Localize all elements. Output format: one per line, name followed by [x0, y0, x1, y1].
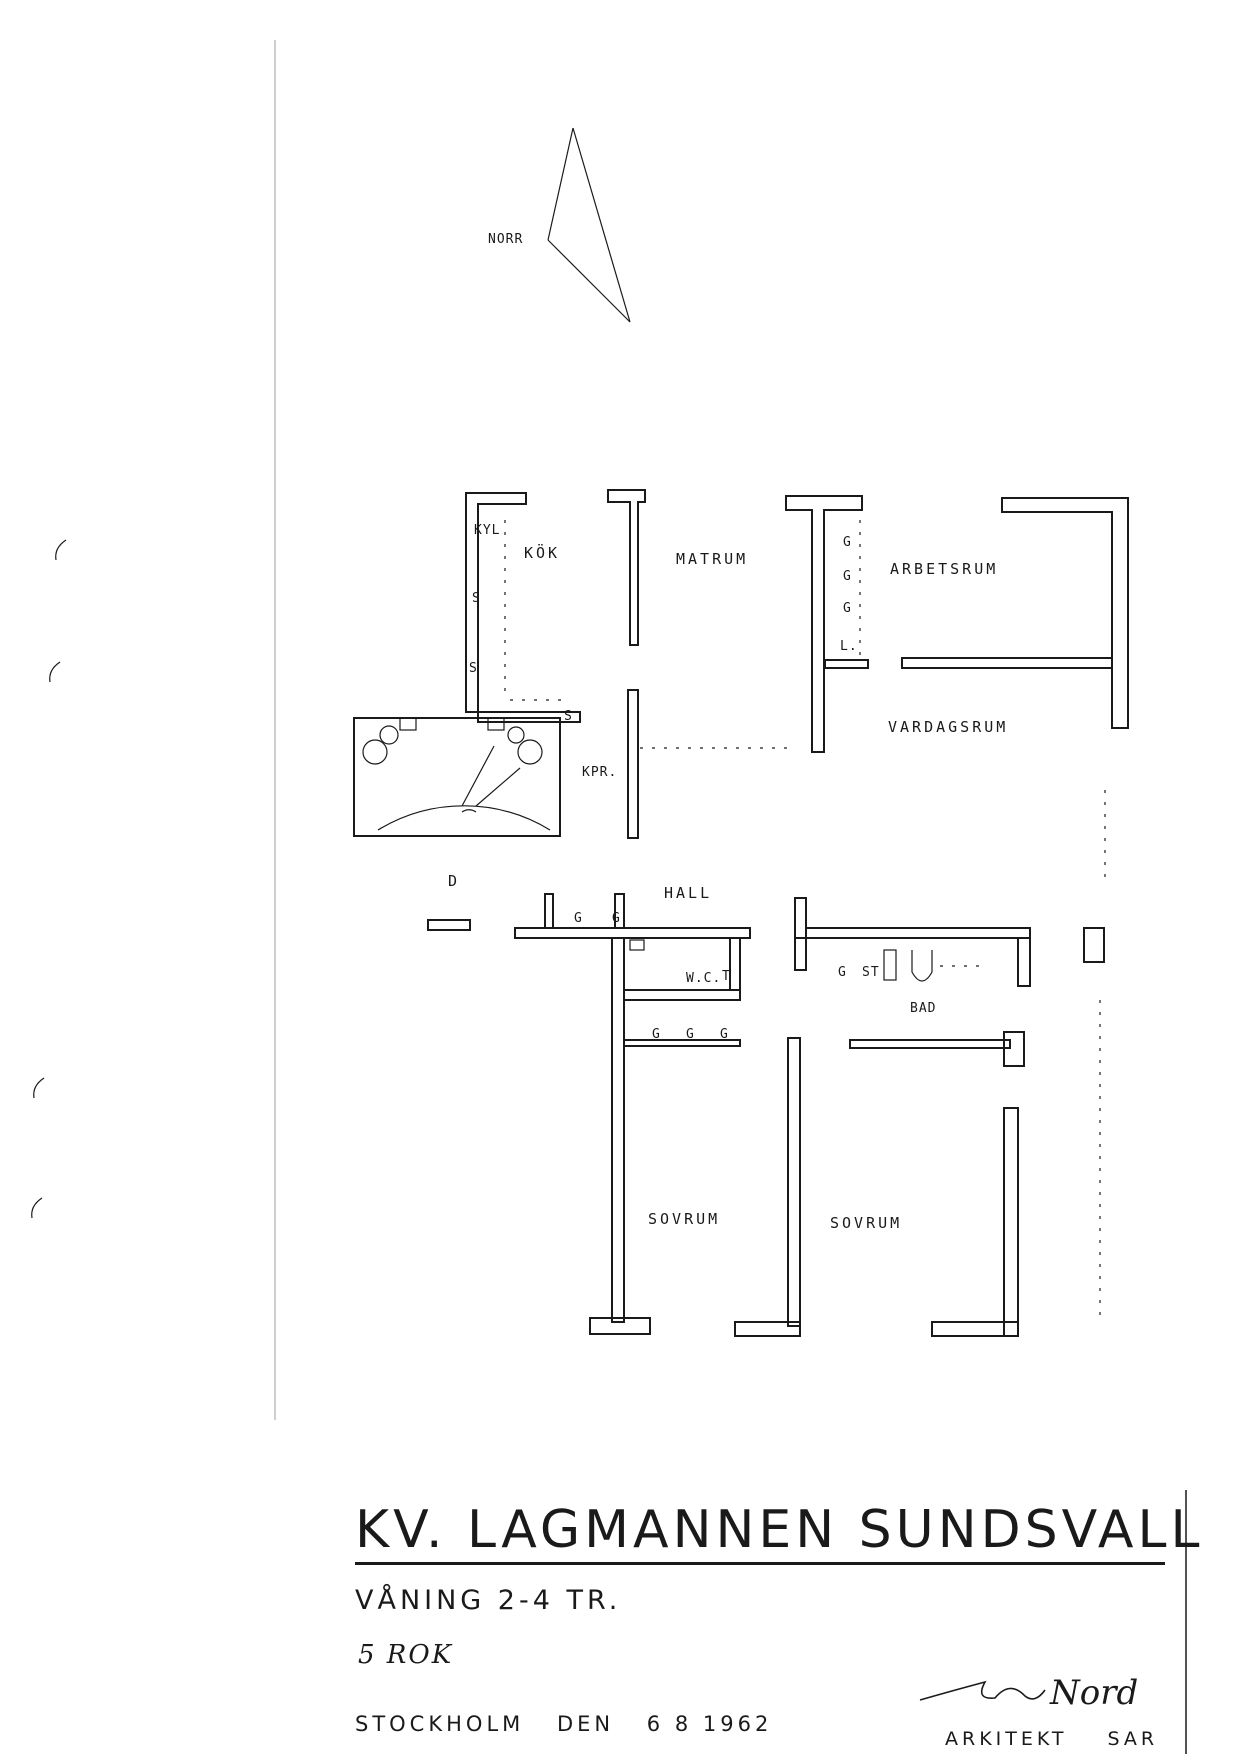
room-label-hall: HALL [664, 884, 712, 902]
place-date-line: STOCKHOLM DEN 6 8 1962 [355, 1712, 794, 1736]
architect-title: ARKITEKT [945, 1728, 1068, 1750]
fixture-g: G [720, 1027, 729, 1042]
room-labels: KYL KÖK MATRUM ARBETSRUM VARDAGSRUM KPR.… [474, 523, 1008, 1232]
fixture-g: G [574, 911, 583, 926]
bathroom-fixtures [629, 939, 980, 1047]
room-label-matrum: MATRUM [676, 550, 748, 568]
walls-lower [427, 893, 1105, 1337]
title-block: KV. LAGMANNEN SUNDSVALL [355, 1500, 1199, 1565]
fixture-g: G [843, 535, 852, 550]
punch-hole [31, 1197, 43, 1219]
architect-label: ARKITEKT SAR [945, 1728, 1188, 1750]
fixture-g: G [838, 965, 847, 980]
fixture-t: T [722, 969, 731, 984]
north-arrow: NORR [488, 127, 631, 323]
fixture-s: S [469, 661, 478, 676]
den-label: DEN [556, 1712, 615, 1736]
staircase [353, 717, 561, 837]
architect-org: SAR [1107, 1728, 1159, 1750]
room-label-arbetsrum: ARBETSRUM [890, 560, 998, 578]
fixture-g: G [843, 601, 852, 616]
room-label-sovrum-2: SOVRUM [830, 1214, 902, 1232]
fixture-g: G [843, 569, 852, 584]
fixture-s: S [472, 591, 481, 606]
room-count-label: 5 ROK [358, 1640, 454, 1670]
fixture-g: G [612, 911, 621, 926]
punch-hole [33, 1077, 45, 1099]
room-label-wc: W.C. [686, 971, 721, 986]
walls [465, 489, 1129, 839]
fixture-g: G [686, 1027, 695, 1042]
drawing-title: KV. LAGMANNEN SUNDSVALL [355, 1500, 1199, 1565]
signature-text: Nord [1049, 1673, 1138, 1713]
architect-signature: Nord [919, 1673, 1138, 1713]
room-label-sovrum-1: SOVRUM [648, 1210, 720, 1228]
place-label: STOCKHOLM [355, 1712, 525, 1736]
floor-label: VÅNING 2-4 TR. [355, 1585, 622, 1616]
room-label-vardagsrum: VARDAGSRUM [888, 718, 1008, 736]
fixture-g: G [652, 1027, 661, 1042]
punch-hole [55, 539, 67, 561]
openings [504, 520, 1106, 1320]
fixture-l: L. [840, 639, 858, 654]
room-label-kpr: KPR. [582, 765, 617, 780]
fixture-s: S [564, 709, 573, 724]
fixture-d: D [448, 872, 460, 890]
room-label-kyl: KYL [474, 523, 500, 538]
north-label: NORR [488, 232, 523, 247]
punch-hole [49, 661, 61, 683]
room-label-kok: KÖK [524, 543, 560, 562]
room-label-bad: BAD [910, 1001, 936, 1016]
fixture-labels: S S S G G G L. G G T G G G G ST D [448, 535, 880, 1042]
fixture-st: ST [862, 965, 880, 980]
date-label: 6 8 1962 [646, 1712, 773, 1736]
